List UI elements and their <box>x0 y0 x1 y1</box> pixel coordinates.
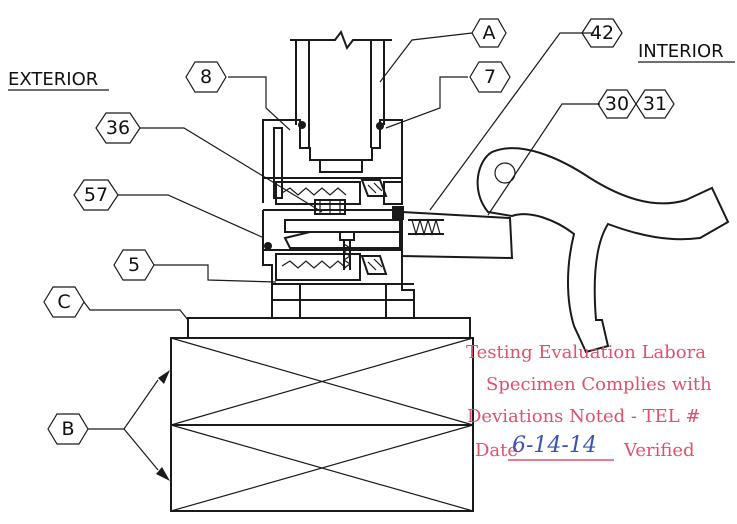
stamp-verified: Verified <box>623 440 695 461</box>
callout-42: 42 <box>581 18 623 48</box>
callout-A: A <box>471 18 507 48</box>
sash-frame <box>262 119 403 205</box>
cam-lock-handle <box>401 147 730 354</box>
callout-B-text: B <box>61 418 74 440</box>
frame-sill <box>262 206 415 318</box>
exterior-text: EXTERIOR <box>8 69 98 90</box>
exterior-label: EXTERIOR <box>8 69 109 91</box>
callout-5: 5 <box>113 249 155 281</box>
callout-5-text: 5 <box>128 254 140 276</box>
verification-stamp: Testing Evaluation Labora Specimen Compl… <box>466 342 712 461</box>
interior-label: INTERIOR <box>638 41 735 63</box>
callout-8-text: 8 <box>200 66 212 88</box>
callout-42-text: 42 <box>590 22 614 44</box>
callout-36-text: 36 <box>106 117 130 139</box>
glazing-unit <box>290 29 392 148</box>
substrate-block <box>170 337 474 512</box>
callout-A-text: A <box>483 22 496 44</box>
anchor-screw <box>339 231 355 270</box>
callout-B: B <box>47 413 89 445</box>
callout-7: 7 <box>469 61 511 93</box>
keeper-bolt <box>408 217 444 237</box>
interior-text: INTERIOR <box>638 41 724 62</box>
callout-31-text: 31 <box>643 93 667 115</box>
shim <box>187 317 471 339</box>
callout-36: 36 <box>95 112 141 144</box>
callout-30-text: 30 <box>605 93 629 115</box>
callout-7-text: 7 <box>484 66 496 88</box>
callout-57-text: 57 <box>84 184 108 206</box>
stamp-date-value: 6-14-14 <box>512 433 597 458</box>
stamp-line-2: Specimen Complies with <box>486 374 712 395</box>
stamp-line-3: Deviations Noted - TEL # <box>467 406 701 427</box>
stamp-date-label: Date <box>475 440 518 461</box>
callout-30: 30 <box>597 89 637 119</box>
callout-8: 8 <box>185 61 227 93</box>
callout-C: C <box>43 286 85 318</box>
callout-31: 31 <box>635 89 675 119</box>
leader-lines <box>83 32 600 481</box>
callout-C-text: C <box>57 291 70 313</box>
stamp-line-1: Testing Evaluation Labora <box>466 342 706 363</box>
lock-fastener <box>314 199 346 215</box>
callout-57: 57 <box>73 179 119 211</box>
